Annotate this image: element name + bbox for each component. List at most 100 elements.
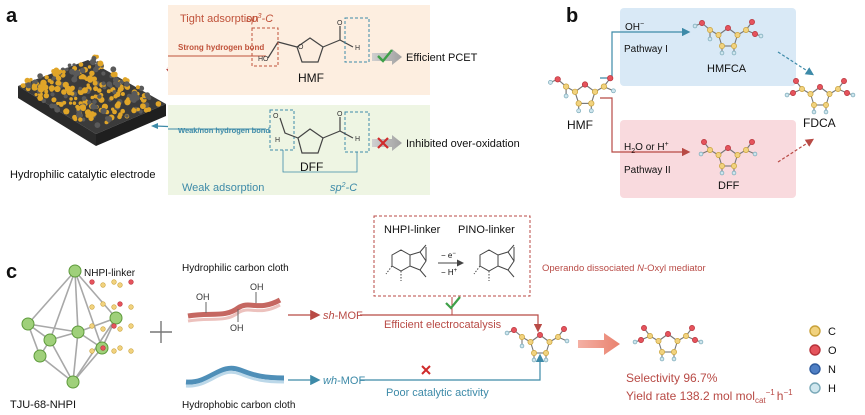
electrode-grain bbox=[79, 67, 86, 74]
linker-structures bbox=[385, 244, 515, 281]
linker-atom bbox=[100, 282, 106, 288]
oh-group-3: OH bbox=[250, 282, 264, 292]
hmfca-to-fdca-arrow bbox=[777, 51, 815, 76]
electrode-grain bbox=[81, 96, 87, 101]
metal-node bbox=[66, 375, 80, 389]
weak-bond-label: Weak/non hydrogen bond bbox=[178, 126, 270, 135]
fdca-label: FDCA bbox=[803, 116, 836, 130]
mediator-label: Operando dissociated N-Oxyl mediator bbox=[542, 263, 706, 274]
legend-label: N bbox=[828, 364, 836, 376]
dff-to-fdca-arrow bbox=[777, 138, 815, 163]
electrode-grain bbox=[37, 95, 44, 101]
pathway-2-label: Pathway II bbox=[624, 165, 671, 176]
dff-o-right: O bbox=[337, 111, 343, 118]
linker-atom bbox=[111, 304, 117, 310]
electrode-grain bbox=[91, 56, 97, 61]
electrode-grain bbox=[65, 67, 69, 72]
hmf-b-label: HMF bbox=[567, 118, 593, 132]
pino-structure bbox=[473, 244, 515, 281]
electrode-grain bbox=[51, 97, 57, 103]
hydrophobic-cloth-label: Hydrophobic carbon cloth bbox=[182, 400, 295, 411]
hydrophilic-cloth bbox=[187, 297, 282, 319]
nhpi-structure bbox=[385, 244, 427, 281]
panel-c-letter: c bbox=[6, 261, 17, 283]
dff-molecule bbox=[279, 117, 354, 154]
electrode-grain bbox=[136, 107, 140, 112]
wh-mof-label: wh-MOF bbox=[323, 375, 365, 387]
linker-atom bbox=[117, 282, 123, 288]
tight-adsorption-box bbox=[168, 5, 430, 95]
electrode-grain bbox=[56, 75, 62, 81]
electrode-grain bbox=[89, 70, 95, 77]
electrode-grain bbox=[111, 107, 115, 111]
electrode-grain bbox=[90, 95, 95, 100]
electrode-grain bbox=[88, 115, 94, 122]
linker-atom bbox=[89, 279, 95, 285]
metal-node bbox=[33, 349, 47, 363]
electrode-grain bbox=[85, 113, 91, 118]
electrode-grain bbox=[38, 84, 43, 89]
weak-adsorption-title: Weak adsorption bbox=[182, 182, 264, 194]
linker-atom bbox=[111, 323, 117, 329]
pino-linker-box-label: PINO-linker bbox=[458, 224, 515, 236]
dff-h-left: H bbox=[275, 137, 280, 144]
electrode-grain bbox=[74, 69, 81, 76]
electrode-grain bbox=[101, 71, 106, 76]
panel-b-molecules bbox=[548, 19, 856, 176]
electrode-grain bbox=[78, 75, 83, 80]
electrode-grain bbox=[63, 94, 68, 99]
electrode-grain bbox=[87, 65, 92, 69]
poor-cross-icon bbox=[421, 365, 431, 375]
pathway-1-label: Pathway I bbox=[624, 44, 668, 55]
sp2-bracket bbox=[282, 150, 358, 173]
dff-b-molecule bbox=[698, 139, 758, 176]
electrode-grain bbox=[78, 86, 83, 91]
hmf-aldehyde-h: H bbox=[355, 45, 360, 52]
electrode-grain bbox=[120, 108, 125, 114]
electrode-grain bbox=[25, 82, 32, 89]
cross-icon bbox=[377, 137, 389, 149]
panel-c: c NHPI-linker TJU-68-NHPI Hydrophilic ca… bbox=[6, 215, 837, 411]
tju-68-cage bbox=[21, 264, 134, 389]
electrode-grain bbox=[61, 70, 66, 74]
minus-proton: − H+ bbox=[441, 268, 458, 277]
conversion-arrow bbox=[578, 333, 620, 355]
electrode-grain bbox=[63, 108, 70, 115]
dff-b-label: DFF bbox=[718, 180, 740, 192]
hmf-label: HMF bbox=[298, 71, 324, 85]
electrode-grain bbox=[49, 80, 54, 85]
electrode-grain bbox=[43, 93, 49, 99]
legend-n-icon bbox=[809, 363, 821, 375]
electrode-grain bbox=[51, 69, 56, 74]
efficient-check-icon bbox=[445, 296, 461, 310]
electrode-grain bbox=[97, 88, 102, 93]
electrode-grain bbox=[54, 85, 61, 93]
electrode-grain bbox=[117, 88, 122, 93]
electrode-grain bbox=[79, 104, 87, 111]
panel-b: b OH− Pathway I H2O or H+ Pathway II HMF… bbox=[548, 5, 856, 198]
reagent-oh: OH− bbox=[625, 21, 644, 33]
electrode-grain bbox=[49, 103, 55, 109]
electrode-grain bbox=[135, 85, 140, 90]
electrode-grain bbox=[109, 96, 114, 101]
linker-atom bbox=[89, 323, 95, 329]
electrode-grain bbox=[129, 94, 135, 100]
legend-o-icon bbox=[809, 344, 821, 356]
electrode-grain bbox=[42, 84, 49, 91]
legend-label: C bbox=[828, 326, 836, 338]
efficient-label: Efficient electrocatalysis bbox=[384, 319, 502, 331]
legend-h-icon bbox=[809, 382, 821, 394]
metal-node bbox=[68, 264, 82, 278]
electrode-grain bbox=[114, 81, 121, 88]
electrode-grain bbox=[155, 101, 162, 107]
hmf-molecule bbox=[267, 26, 354, 63]
pathway-2-box bbox=[620, 120, 796, 198]
sh-mof-label: sh-MOF bbox=[323, 310, 363, 322]
fdca-b-molecule bbox=[784, 78, 856, 115]
legend-c-icon bbox=[809, 325, 821, 337]
linker-atom bbox=[100, 326, 106, 332]
electrode-grain bbox=[93, 104, 99, 110]
poor-label: Poor catalytic activity bbox=[386, 387, 489, 399]
